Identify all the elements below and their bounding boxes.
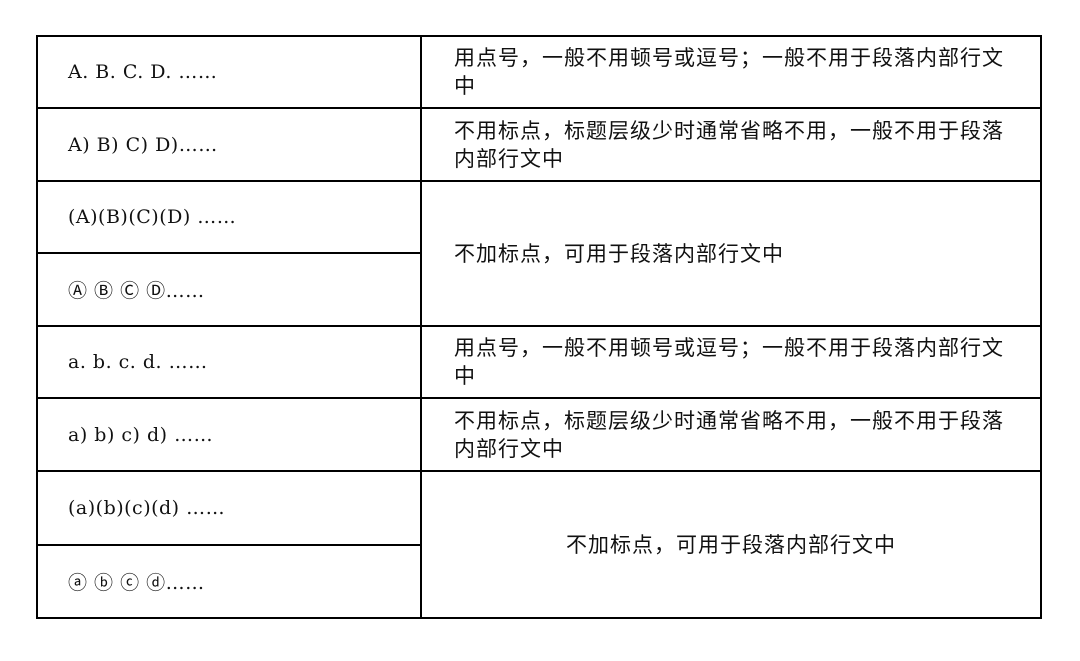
numbering-format-cell: A) B) C) D)……	[36, 107, 422, 182]
numbering-format-cell: Ⓐ Ⓑ Ⓒ Ⓓ……	[36, 252, 422, 327]
numbering-format-cell: a) b) c) d) ……	[36, 397, 422, 472]
table-row: (a)(b)(c)(d) …… 不加标点，可用于段落内部行文中	[36, 470, 1042, 619]
usage-note-cell: 不用标点，标题层级少时通常省略不用，一般不用于段落内部行文中	[420, 397, 1042, 472]
numbering-format-cell: (a)(b)(c)(d) ……	[36, 470, 422, 546]
numbering-format-cell: A. B. C. D. ……	[36, 35, 422, 109]
numbering-format-cell: a. b. c. d. ……	[36, 325, 422, 399]
table-row: a. b. c. d. …… 用点号，一般不用顿号或逗号；一般不用于段落内部行文…	[36, 325, 1042, 399]
usage-note-cell: 用点号，一般不用顿号或逗号；一般不用于段落内部行文中	[420, 325, 1042, 399]
numbering-format-cell: ⓐ ⓑ ⓒ ⓓ……	[36, 544, 422, 619]
numbering-format-cell: (A)(B)(C)(D) ……	[36, 180, 422, 254]
usage-note-cell: 不加标点，可用于段落内部行文中	[420, 470, 1042, 619]
table-row: Ⓐ Ⓑ Ⓒ Ⓓ……	[36, 252, 1041, 327]
table-row: ⓐ ⓑ ⓒ ⓓ……	[36, 544, 1041, 619]
usage-note-cell: 用点号，一般不用顿号或逗号；一般不用于段落内部行文中	[420, 35, 1042, 109]
table-row: (A)(B)(C)(D) …… 不加标点，可用于段落内部行文中	[36, 180, 1042, 327]
numbering-table: A. B. C. D. …… 用点号，一般不用顿号或逗号；一般不用于段落内部行文…	[36, 35, 1042, 619]
table-row: A) B) C) D)…… 不用标点，标题层级少时通常省略不用，一般不用于段落内…	[36, 107, 1042, 182]
usage-note-cell: 不用标点，标题层级少时通常省略不用，一般不用于段落内部行文中	[420, 107, 1042, 182]
usage-note-cell: 不加标点，可用于段落内部行文中	[420, 180, 1042, 327]
table-row: A. B. C. D. …… 用点号，一般不用顿号或逗号；一般不用于段落内部行文…	[36, 35, 1042, 109]
table-row: a) b) c) d) …… 不用标点，标题层级少时通常省略不用，一般不用于段落…	[36, 397, 1042, 472]
